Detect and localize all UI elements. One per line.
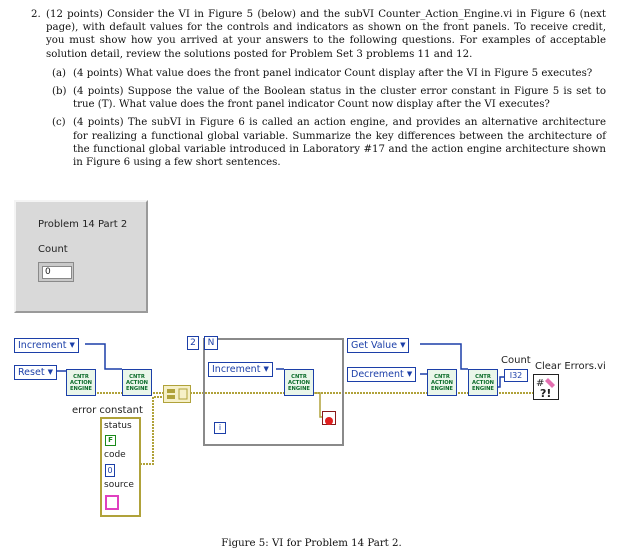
chevron-down-icon: ▼ (69, 341, 75, 349)
enum-reset[interactable]: Reset ▼ (14, 365, 57, 380)
stop-terminal[interactable] (322, 411, 336, 425)
svg-text:?!: ?! (540, 387, 551, 399)
count-indicator-label: Count (38, 244, 68, 255)
cluster-source-label: source (104, 480, 134, 490)
cluster-source-value[interactable] (105, 495, 119, 510)
subvi-action-engine-3[interactable]: CNTR ACTION ENGINE (284, 369, 314, 396)
part-label: (a) (52, 67, 67, 79)
front-panel: Problem 14 Part 2 Count 0 (14, 200, 148, 313)
cluster-code-label: code (104, 450, 126, 460)
error-constant-label: error constant (72, 405, 143, 416)
question-part-c: (c) (4 points) The subVI in Figure 6 is … (52, 116, 606, 169)
enum-label: Get Value (351, 340, 398, 351)
for-loop[interactable] (203, 338, 344, 446)
part-text: (4 points) The subVI in Figure 6 is call… (73, 117, 606, 169)
figure-caption: Figure 5: VI for Problem 14 Part 2. (221, 538, 402, 549)
cluster-status-value[interactable]: F (105, 435, 116, 446)
question-intro: (12 points) Consider the VI in Figure 5 … (46, 9, 606, 60)
enum-label: Increment (212, 364, 261, 375)
part-label: (b) (52, 86, 67, 98)
subvi-action-engine-2[interactable]: CNTR ACTION ENGINE (122, 369, 152, 396)
stop-icon (325, 417, 333, 425)
question-number: 2. (31, 9, 41, 20)
subvi-action-engine-5[interactable]: CNTR ACTION ENGINE (468, 369, 498, 396)
question-parts: (a) (4 points) What value does the front… (52, 67, 606, 169)
front-panel-title: Problem 14 Part 2 (38, 219, 128, 230)
loop-count-terminal[interactable]: N (204, 336, 218, 350)
block-diagram: Increment ▼ Reset ▼ CNTR ACTION ENGINE C… (0, 325, 623, 525)
count-indicator-value: 0 (42, 266, 72, 279)
question-header: 2. (12 points) Consider the VI in Figure… (31, 8, 606, 61)
bundle-node[interactable] (163, 385, 191, 403)
part-label: (c) (52, 117, 66, 129)
part-text: (4 points) What value does the front pan… (73, 67, 593, 79)
enum-label: Reset (18, 367, 45, 378)
svg-text:#: # (536, 378, 544, 389)
enum-label: Decrement (351, 369, 404, 380)
loop-count-constant[interactable]: 2 (187, 336, 199, 350)
wire-error-cluster (137, 396, 163, 465)
enum-increment-loop[interactable]: Increment ▼ (208, 362, 273, 377)
count-indicator: 0 (38, 262, 74, 282)
clear-errors-icon: # ?! (536, 378, 555, 400)
subvi-action-engine-4[interactable]: CNTR ACTION ENGINE (427, 369, 457, 396)
enum-increment-top[interactable]: Increment ▼ (14, 338, 79, 353)
clear-errors-label: Clear Errors.vi (535, 361, 606, 372)
bundle-icon (167, 388, 188, 400)
question-part-b: (b) (4 points) Suppose the value of the … (52, 85, 606, 111)
part-text: (4 points) Suppose the value of the Bool… (73, 86, 606, 111)
subvi-action-engine-1[interactable]: CNTR ACTION ENGINE (66, 369, 96, 396)
count-terminal-label: Count (501, 355, 531, 366)
count-terminal[interactable]: I32 (504, 369, 528, 382)
chevron-down-icon: ▼ (400, 341, 406, 349)
error-constant-cluster[interactable]: status F code 0 source (100, 417, 141, 517)
enum-get-value[interactable]: Get Value ▼ (347, 338, 410, 353)
wire-get-value (420, 343, 468, 370)
chevron-down-icon: ▼ (406, 370, 413, 378)
enum-label: Increment (18, 340, 67, 351)
wire-increment-top (85, 343, 122, 370)
question-part-a: (a) (4 points) What value does the front… (52, 67, 606, 80)
enum-decrement[interactable]: Decrement ▼ (347, 367, 417, 382)
cluster-status-label: status (104, 421, 132, 431)
chevron-down-icon: ▼ (263, 365, 269, 373)
question-block: 2. (12 points) Consider the VI in Figure… (31, 8, 606, 174)
iteration-terminal: i (214, 422, 226, 434)
cluster-code-value[interactable]: 0 (105, 464, 115, 477)
clear-errors-vi[interactable]: # ?! (533, 374, 559, 400)
chevron-down-icon: ▼ (47, 368, 53, 376)
